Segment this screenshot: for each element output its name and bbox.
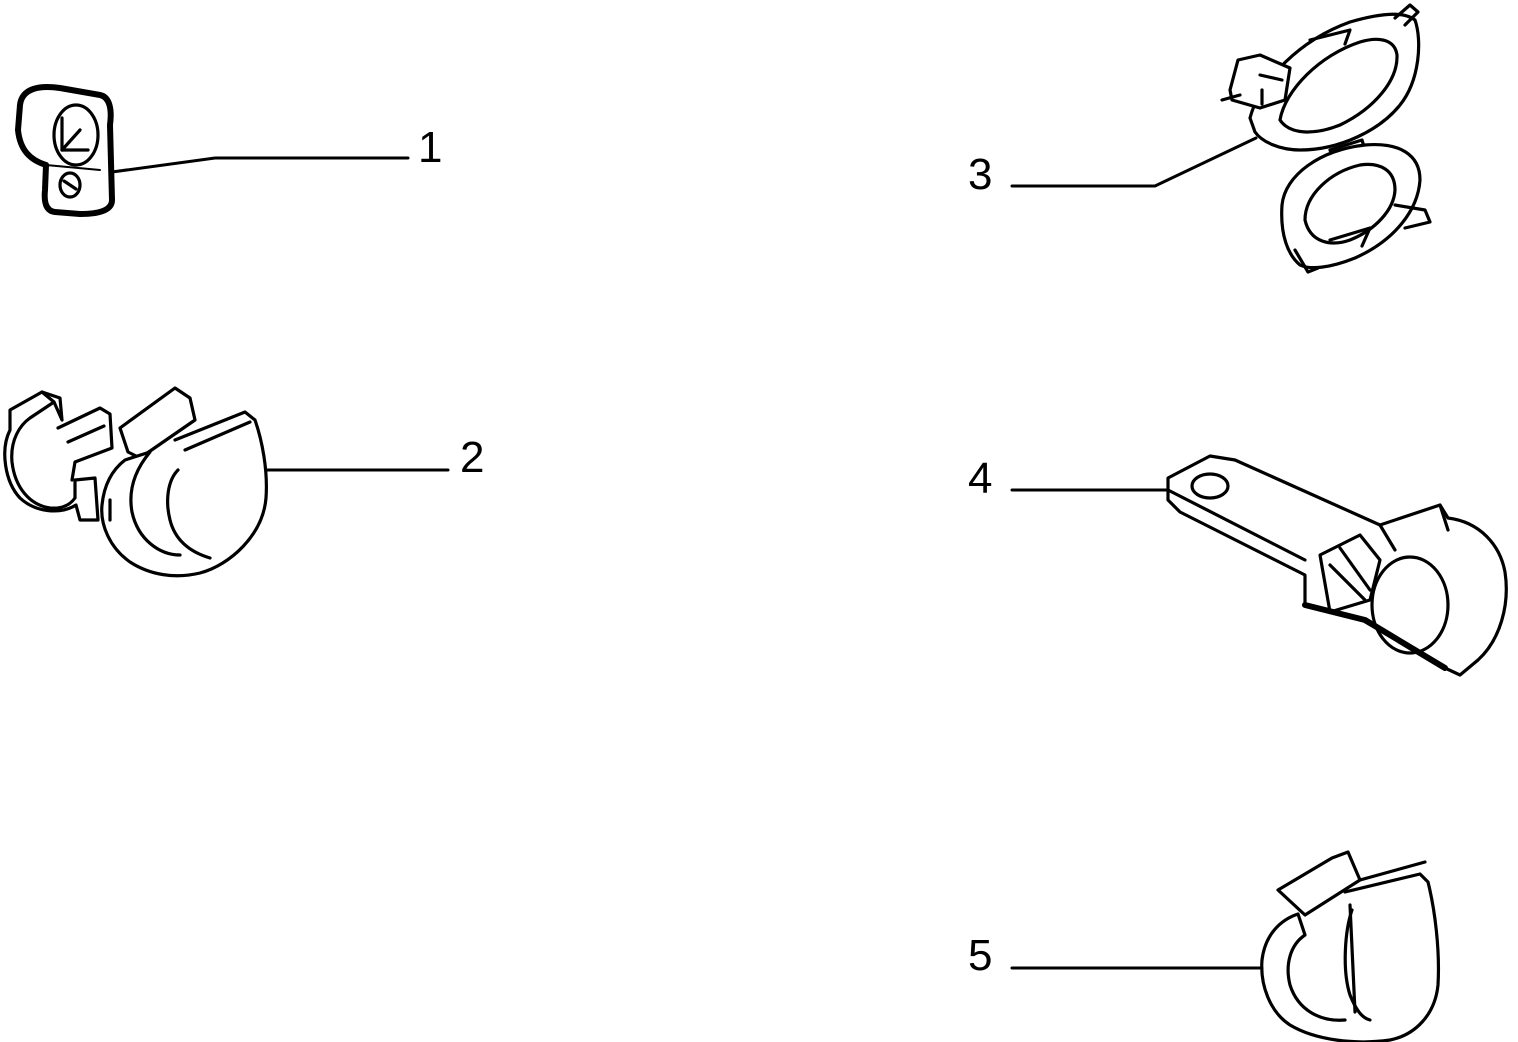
leader-line-1 — [110, 156, 410, 174]
part-4-bracket-clip-drawing — [1166, 454, 1508, 677]
leader-line-3 — [1010, 136, 1258, 188]
part-3-twin-ring-clip-drawing — [1220, 3, 1432, 274]
callout-label-5: 5 — [968, 931, 992, 980]
callout-label-3: 3 — [968, 150, 992, 199]
part-5-open-clip-drawing — [1260, 850, 1441, 1042]
callout-label-4: 4 — [968, 454, 992, 503]
callout-label-1: 1 — [418, 123, 442, 172]
callout-label-2: 2 — [460, 433, 484, 482]
part-1-p-clip-drawing — [15, 84, 115, 217]
part-2-double-clip-drawing — [3, 386, 268, 578]
